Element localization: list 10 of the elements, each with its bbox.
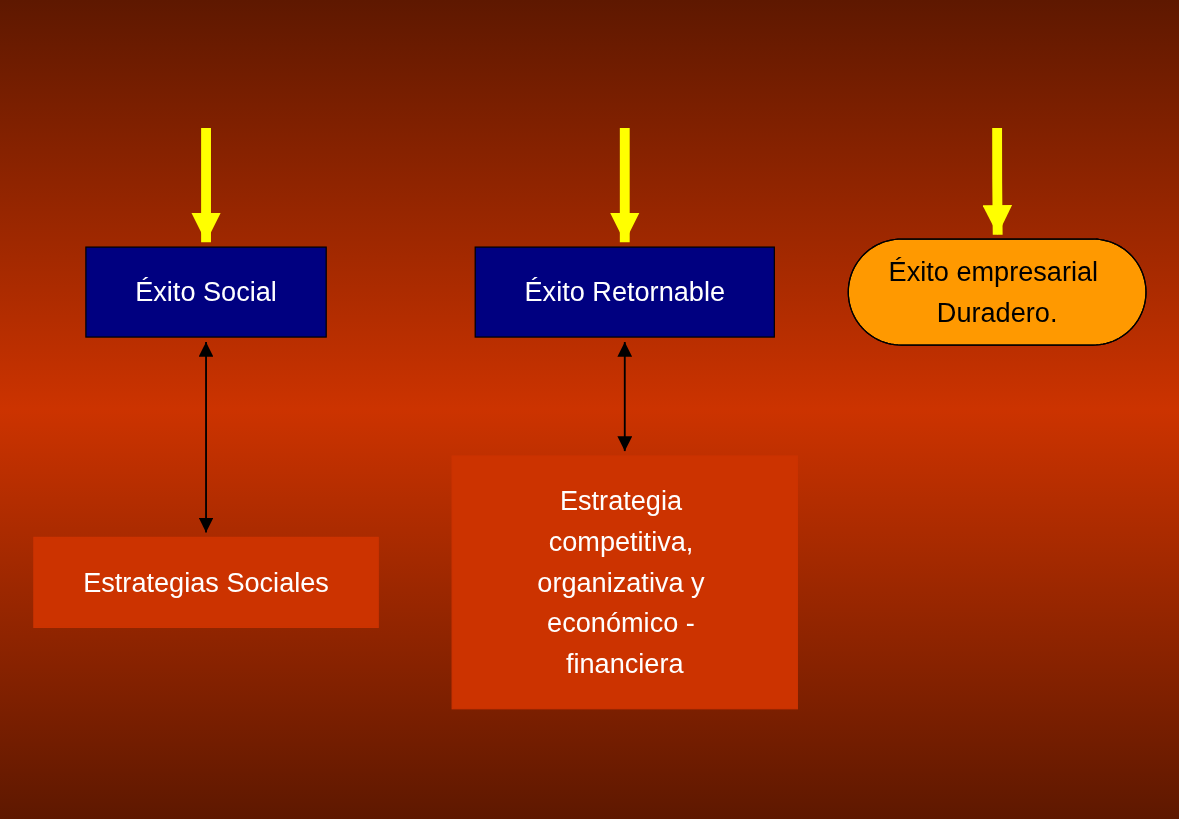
process-box: Éxito Retornable: [474, 246, 775, 338]
arrow: [982, 127, 1012, 235]
arrow: [190, 127, 221, 242]
process-box: Estrategia competitiva, organizativa y económico - financiera: [451, 455, 798, 710]
process-box: Éxito Social: [84, 246, 327, 338]
goal-ellipse: Éxito empresarial Duradero.: [847, 238, 1147, 346]
double-arrow: [616, 340, 632, 452]
double-arrow: [198, 340, 213, 534]
process-box: Estrategias Sociales: [32, 536, 379, 628]
arrow: [609, 127, 640, 242]
